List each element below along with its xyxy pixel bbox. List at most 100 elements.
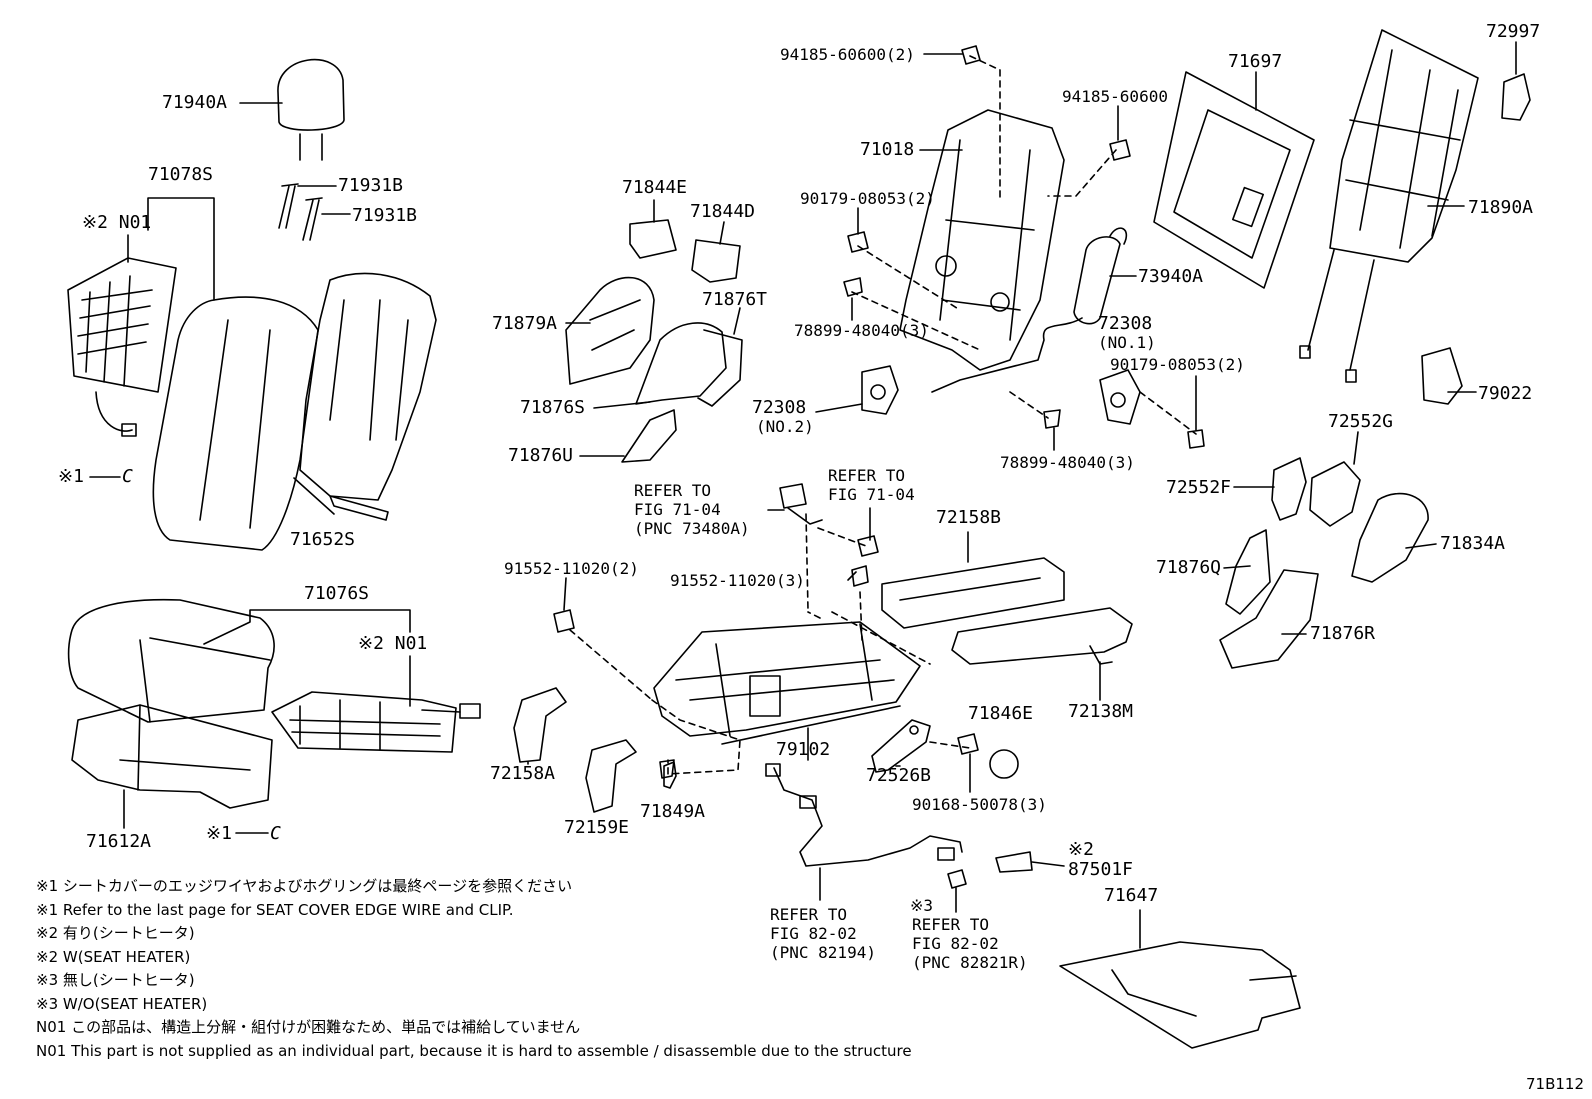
label-71876T: 71876T [702, 289, 768, 310]
refer-fig-82-02-left: REFER TO FIG 82-02 (PNC 82194) [770, 905, 876, 962]
leader-71876S [593, 401, 651, 409]
cap-71846E-part [989, 749, 1019, 779]
bolt-parts [553, 45, 1205, 779]
label-72158B: 72158B [936, 507, 1002, 528]
label-71697: 71697 [1228, 51, 1283, 72]
label-71612A: 71612A [86, 831, 152, 852]
footnotes: ※1 シートカバーのエッジワイヤおよびホグリングは最終ページを参照ください ※1… [36, 875, 912, 1063]
label-94185-60600: 94185-60600 [1062, 87, 1168, 106]
refer-fig-82-02-right: REFER TO FIG 82-02 (PNC 82821R) [912, 915, 1028, 972]
leader-71076S [203, 609, 411, 645]
label-clip-c-top: C [122, 466, 133, 487]
lock-72308-no1-part [1099, 369, 1141, 425]
label-73940A: 73940A [1138, 266, 1204, 287]
label-71844D: 71844D [690, 201, 756, 222]
label-87501F: 87501F [1068, 859, 1134, 880]
footnote-3-jp: ※3 無し(シートヒータ) [36, 971, 195, 989]
handle-72526B-part [871, 719, 931, 773]
label-72308-no1: 72308 [1098, 313, 1153, 334]
label-90168-50078-3: 90168-50078(3) [912, 795, 1047, 814]
label-78899-48040-b: 78899-48040(3) [1000, 453, 1135, 472]
label-72552G: 72552G [1328, 411, 1394, 432]
headrest-part [277, 58, 345, 161]
cover-72552F-part [1271, 457, 1307, 521]
label-72997: 72997 [1486, 21, 1541, 42]
clip-72997-part [1501, 73, 1531, 121]
label-91552-11020-3: 91552-11020(3) [670, 571, 805, 590]
label-72308-no2: 72308 [752, 397, 807, 418]
bracket-71844E-part [629, 219, 677, 259]
label-n01-top: ※2 N01 [82, 212, 152, 233]
footnote-3-en: ※3 W/O(SEAT HEATER) [36, 994, 208, 1013]
seatback-heater-part [67, 257, 177, 437]
label-71876S: 71876S [520, 397, 586, 418]
footnote-1-jp: ※1 シートカバーのエッジワイヤおよびホグリングは最終ページを参照ください [36, 877, 573, 895]
label-71879A: 71879A [492, 313, 558, 334]
label-72308-no2-sub: (NO.2) [756, 417, 814, 436]
label-n01-mid: ※2 N01 [358, 633, 428, 654]
board-71697-part [1153, 71, 1315, 289]
label-71844E: 71844E [622, 177, 688, 198]
leader-71652S [293, 477, 335, 515]
label-71652S: 71652S [290, 529, 356, 550]
label-72552F: 72552F [1166, 477, 1232, 498]
label-79022: 79022 [1478, 383, 1533, 404]
leader-71844D [719, 221, 725, 245]
seatback-frame-part [899, 109, 1065, 371]
cushion-pad-part [71, 704, 273, 809]
label-71876Q: 71876Q [1156, 557, 1222, 578]
wire-harness-part [765, 763, 1033, 889]
seatback-pad-part [299, 272, 437, 521]
footnote-1-en: ※1 Refer to the last page for SEAT COVER… [36, 900, 514, 919]
label-71076S: 71076S [304, 583, 370, 604]
label-72159E: 72159E [564, 817, 630, 838]
leader-91552-3 [847, 571, 857, 581]
cover-71876R-part [1219, 569, 1319, 669]
sheet-71647-part [1059, 941, 1301, 1049]
leader-71834A [1405, 543, 1437, 549]
label-clip-c-bottom: C [270, 823, 281, 844]
headrest-support-part [278, 183, 323, 241]
cover-72158A-part [513, 687, 567, 763]
cover-71834A-part [1351, 492, 1429, 583]
refer-fig-82-02-right-mark: ※3 [910, 896, 934, 915]
label-mark1-bottom: ※1 [206, 823, 232, 844]
cover-79022-part [1421, 347, 1463, 405]
cover-72552G-part [1309, 461, 1361, 527]
label-71876R: 71876R [1310, 623, 1376, 644]
seatback-cover-part [152, 296, 319, 551]
label-72158A: 72158A [490, 763, 556, 784]
label-72526B: 72526B [866, 765, 932, 786]
leader-72308-no2 [815, 403, 863, 413]
label-71931B-2: 71931B [352, 205, 418, 226]
footnote-n01-jp: N01 この部品は、構造上分解・組付けが困難なため、単品では補給していません [36, 1018, 581, 1036]
label-71834A: 71834A [1440, 533, 1506, 554]
seat-track-79102-part [653, 621, 921, 745]
leader-71931B [297, 185, 351, 215]
cover-71876Q-part [1225, 529, 1271, 615]
label-mark1-top: ※1 [58, 466, 84, 487]
cushion-heater-part [271, 691, 481, 753]
trim-72158B-part [881, 557, 1065, 629]
bracket-71844D-part [691, 239, 741, 283]
footnote-2-jp: ※2 有り(シートヒータ) [36, 924, 195, 942]
label-71846E: 71846E [968, 703, 1034, 724]
label-72308-no1-sub: (NO.1) [1098, 333, 1156, 352]
label-78899-48040-a: 78899-48040(3) [794, 321, 929, 340]
label-71078S: 71078S [148, 164, 214, 185]
leader-72552G [1353, 431, 1359, 465]
cover-71876S-part [635, 322, 743, 407]
refer-fig-71-04-left: REFER TO FIG 71-04 (PNC 73480A) [634, 481, 750, 538]
leader-91552-2 [563, 577, 567, 611]
label-71876U: 71876U [508, 445, 574, 466]
cover-72159E-part [585, 739, 637, 813]
label-71890A: 71890A [1468, 197, 1534, 218]
label-94185-60600-2: 94185-60600(2) [780, 45, 915, 64]
actuator-73940A-part [931, 227, 1128, 393]
back-board-71890A-part [1299, 29, 1479, 383]
label-71931B-1: 71931B [338, 175, 404, 196]
label-90179-08053-a: 90179-08053(2) [800, 189, 935, 208]
diagram-code: 71B112 [1525, 1075, 1584, 1093]
fastener-dash-lines [569, 55, 1197, 775]
